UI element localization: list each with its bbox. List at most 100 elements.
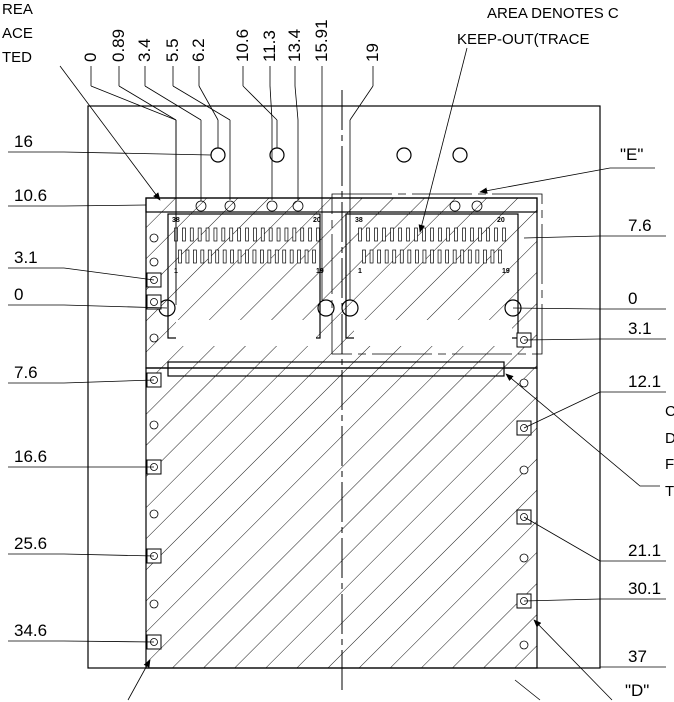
left-note-line: ACE [2,25,33,42]
connector-pin [384,249,389,264]
left-dimension-label: 34.6 [14,621,47,640]
bottom-left-leader [127,659,151,701]
left-dimension-label: 25.6 [14,534,47,553]
connector-pin [229,227,234,242]
connector-pin [222,249,227,264]
connector-pin [398,227,402,242]
connector-pin [221,227,226,242]
connector-pin [276,227,281,242]
connector-pin [382,227,386,242]
connector-pin [467,249,472,264]
left-dimension-label: 3.1 [14,248,38,267]
connector-pin [362,249,366,264]
top-dimension-label: 19 [363,43,382,62]
connector-pin [274,249,279,264]
callout-e-label: "E" [620,145,643,164]
connector-pin [308,227,312,242]
top-dimension-label: 3.4 [135,38,154,62]
connector-pin [415,249,419,264]
pin-label: 19 [502,268,510,275]
connector-pin [282,249,287,264]
connector-pin [253,227,257,242]
connector-pin [213,227,218,242]
top-dimension-label: 6.2 [189,38,208,62]
connector-pin [366,227,370,242]
connector-pin [462,227,466,242]
connector-pin [358,227,362,242]
connector-pin [422,227,426,242]
left-dimensions: 16 10.6 3.1 0 7.6 16.6 25.6 34.6 [8,132,212,643]
connector-pin [245,249,249,264]
connector-pin [414,227,418,242]
edge-hole [519,640,529,650]
connector-pin [369,249,374,264]
connector-pin [392,249,397,264]
connector-pin [304,249,309,264]
connector-pin [406,227,410,242]
right-note-line: KEEP-OUT(TRACE [457,31,590,48]
connector-pin [182,227,186,242]
connector-pin [245,227,249,242]
callout-d-leader [533,619,613,701]
pin-label: 1 [358,268,362,275]
connector-pin [193,249,197,264]
connector-pin [185,249,190,264]
connector-pin [289,249,294,264]
edge-hole [519,378,529,388]
connector-hole-2 [317,299,335,317]
connector-pin [438,227,442,242]
connector-pin [197,227,202,242]
right-dimensions: 7.603.112.121.130.137 [512,216,666,668]
left-dimension-label: 16.6 [14,447,47,466]
callout-e-leader [479,167,611,194]
connector-pins [174,227,506,264]
right-note-line: AREA DENOTES C [487,5,619,22]
left-dimension-label: 16 [14,132,33,151]
mounting-hole-4 [452,147,468,163]
mounting-hole-3 [396,147,412,163]
right-dimension-label: 3.1 [628,319,652,338]
square-pad [146,294,162,310]
edge-hole [149,599,159,609]
edge-holes [149,233,529,650]
edge-hole [149,233,159,243]
connector-pin [200,249,205,264]
left-note-line: REA [2,1,33,18]
left-dimension-label: 10.6 [14,186,47,205]
note-leader-left [59,65,161,201]
connector-pin [377,249,381,264]
connector-pin [260,249,264,264]
side-note-line: F [665,456,674,473]
connector-pin [260,227,265,242]
left-dimension-label: 7.6 [14,363,38,382]
side-note-line: C [665,403,674,420]
connector-pin [230,249,234,264]
top-dimension-label: 0 [81,53,100,62]
crosshatch-mid-strip [167,361,505,377]
mounting-hole-1 [210,147,226,163]
edge-hole [149,420,159,430]
connector-pin [178,249,182,264]
edge-hole [519,465,529,475]
edge-hole [149,257,159,267]
left-dimension-label: 0 [14,285,23,304]
connector-pin [237,249,242,264]
note-leader-side [505,373,660,487]
connector-pin [268,227,273,242]
top-dimension-label: 11.3 [260,30,279,62]
connector-pin [316,227,320,242]
connector-pin [422,249,427,264]
pin-label: 20 [497,217,505,224]
connector-pin [445,249,449,264]
connector-pin [215,249,220,264]
connector-pin [437,249,442,264]
connector-pin [252,249,257,264]
connector-pin [452,249,457,264]
right-dimension-label: 30.1 [628,579,661,598]
connector-pin [498,249,502,264]
top-dimension-label: 13.4 [285,29,304,62]
connector-pin [390,227,394,242]
connector-pin [267,249,272,264]
top-dimension-label: 0.89 [109,29,128,62]
